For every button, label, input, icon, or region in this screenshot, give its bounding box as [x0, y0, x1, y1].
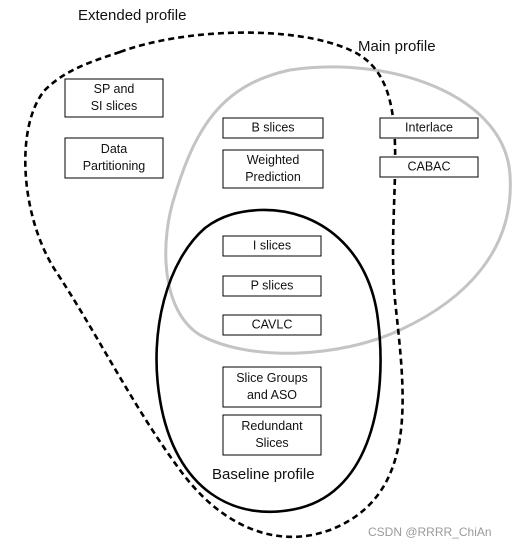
feature-box-label: Weighted [247, 153, 300, 167]
watermark-text: CSDN @RRRR_ChiAn [368, 525, 492, 539]
p-slices-box: P slices [222, 275, 322, 297]
feature-box-label: P slices [251, 279, 294, 293]
feature-box-label: SI slices [91, 99, 138, 113]
interlace-box: Interlace [379, 117, 479, 139]
feature-box-border [64, 78, 164, 118]
feature-box-label: Data [101, 142, 127, 156]
feature-box-border [222, 149, 324, 189]
feature-box-label: CAVLC [252, 318, 293, 332]
slice-groups-aso-box: Slice Groups and ASO [222, 366, 322, 408]
feature-box-label: Partitioning [83, 159, 146, 173]
feature-box-label: Redundant [241, 419, 303, 433]
feature-box-label: Slice Groups [236, 371, 308, 385]
baseline-profile-region [155, 208, 382, 513]
feature-box-label: I slices [253, 239, 291, 253]
i-slices-box: I slices [222, 235, 322, 257]
feature-box-border [222, 414, 322, 456]
cabac-box: CABAC [379, 156, 479, 178]
feature-box-border [64, 137, 164, 179]
feature-box-border [222, 117, 324, 139]
feature-box-label: CABAC [407, 160, 450, 174]
feature-box-border [379, 156, 479, 178]
baseline-profile-label: Baseline profile [212, 466, 315, 483]
feature-box-border [222, 275, 322, 297]
feature-box-label: SP and [94, 82, 135, 96]
feature-box-border [222, 314, 322, 336]
cavlc-box: CAVLC [222, 314, 322, 336]
feature-box-border [222, 235, 322, 257]
main-profile-region [164, 65, 512, 355]
feature-box-label: B slices [251, 121, 294, 135]
feature-box-border [379, 117, 479, 139]
feature-box-label: and ASO [247, 388, 297, 402]
main-profile-label: Main profile [358, 38, 436, 55]
feature-box-label: Interlace [405, 121, 453, 135]
extended-profile-label: Extended profile [78, 7, 186, 24]
sp-si-slices-box: SP and SI slices [64, 78, 164, 118]
feature-box-border [222, 366, 322, 408]
b-slices-box: B slices [222, 117, 324, 139]
feature-box-label: Prediction [245, 170, 301, 184]
feature-box-label: Slices [255, 436, 288, 450]
